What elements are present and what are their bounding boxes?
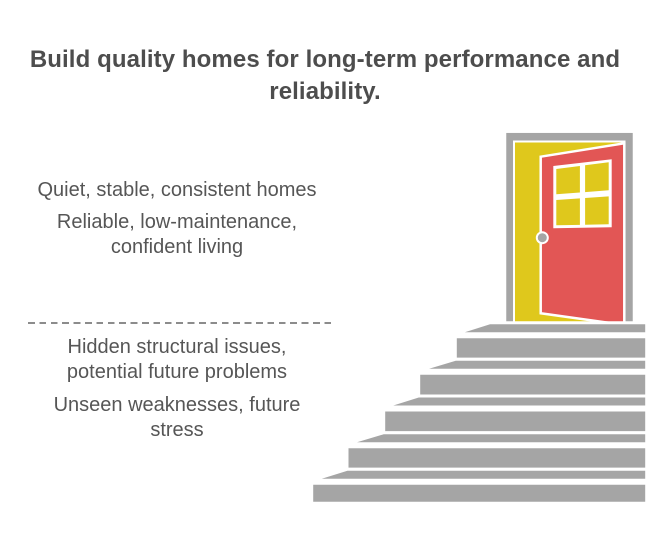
door-staircase-illustration bbox=[310, 130, 649, 505]
stair-riser-5 bbox=[310, 481, 649, 505]
stair-riser-3 bbox=[382, 408, 649, 435]
stair-riser-1 bbox=[453, 335, 649, 361]
window-pane-top-right bbox=[585, 162, 609, 193]
benefit-note-1: Quiet, stable, consistent homes bbox=[37, 179, 317, 201]
staircase-group bbox=[310, 321, 649, 505]
stair-tread-3 bbox=[383, 394, 649, 409]
stair-tread-5 bbox=[311, 467, 649, 482]
doorknob-icon bbox=[535, 231, 549, 245]
stair-tread-4 bbox=[346, 431, 649, 446]
benefit-note-2: Reliable, low-maintenance, confident liv… bbox=[56, 211, 298, 258]
window-pane-bottom-right bbox=[585, 196, 609, 225]
risk-note-1: Hidden structural issues, potential futu… bbox=[66, 336, 288, 383]
door-group bbox=[503, 130, 636, 327]
stair-riser-2 bbox=[417, 371, 649, 398]
stair-tread-1 bbox=[454, 321, 649, 336]
window-pane-bottom-left bbox=[556, 198, 580, 226]
page-title: Build quality homes for long-term perfor… bbox=[29, 46, 621, 105]
stair-riser-4 bbox=[345, 445, 649, 471]
window-pane-top-left bbox=[556, 166, 580, 195]
risk-note-2: Unseen weaknesses, future stress bbox=[53, 394, 301, 441]
stair-tread-2 bbox=[418, 357, 649, 372]
dashed-divider bbox=[28, 322, 335, 325]
